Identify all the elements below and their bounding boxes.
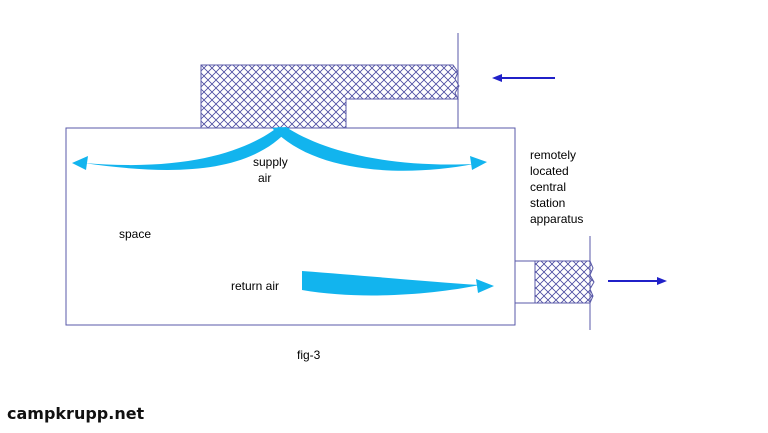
apparatus-label-2: located [530, 164, 569, 178]
outflow-arrow [608, 277, 667, 285]
return-connector [515, 260, 536, 304]
supply-air-label-1: supply [253, 155, 288, 169]
apparatus-label-4: station [530, 196, 565, 210]
site-name: campkrupp.net [7, 404, 145, 423]
supply-air-label-2: air [258, 171, 271, 185]
space-label: space [119, 227, 151, 241]
supply-plenum [345, 99, 459, 129]
supply-airflow-right [272, 127, 487, 171]
return-air-label: return air [231, 279, 279, 293]
apparatus-label-3: central [530, 180, 566, 194]
supply-airflow-left [72, 127, 290, 170]
return-airflow [302, 271, 494, 296]
apparatus-label-5: apparatus [530, 212, 583, 226]
inflow-arrow [492, 74, 555, 82]
return-duct [534, 260, 595, 304]
apparatus-label-1: remotely [530, 148, 576, 162]
figure-caption: fig-3 [297, 348, 321, 362]
supply-duct [200, 64, 460, 129]
